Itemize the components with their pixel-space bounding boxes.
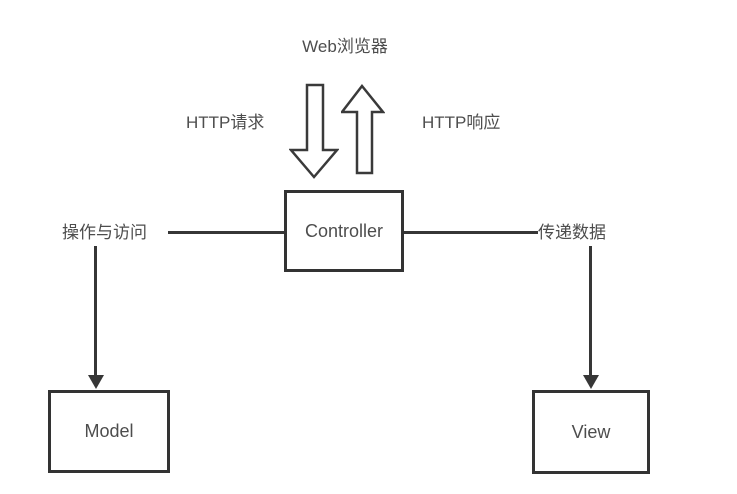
- down-block-arrow-icon: [289, 83, 339, 179]
- view-arrowhead-icon: [583, 375, 599, 389]
- operate-access-label: 操作与访问: [62, 223, 147, 242]
- connector-operate-to-model-line: [94, 246, 97, 376]
- diagram-title: Web浏览器: [302, 37, 388, 56]
- connector-controller-to-operate-line: [168, 231, 284, 234]
- http-response-label: HTTP响应: [422, 113, 501, 132]
- model-node: Model: [48, 390, 170, 473]
- view-node: View: [532, 390, 650, 474]
- connector-controller-to-passdata-line: [404, 231, 538, 234]
- http-request-label: HTTP请求: [186, 113, 265, 132]
- model-arrowhead-icon: [88, 375, 104, 389]
- up-block-arrow-icon: [341, 84, 385, 175]
- model-node-label: Model: [84, 421, 134, 441]
- pass-data-label: 传递数据: [538, 223, 606, 242]
- view-node-label: View: [571, 421, 611, 442]
- controller-node-label: Controller: [304, 220, 384, 241]
- controller-node: Controller: [284, 190, 404, 272]
- connector-passdata-to-view-line: [589, 246, 592, 376]
